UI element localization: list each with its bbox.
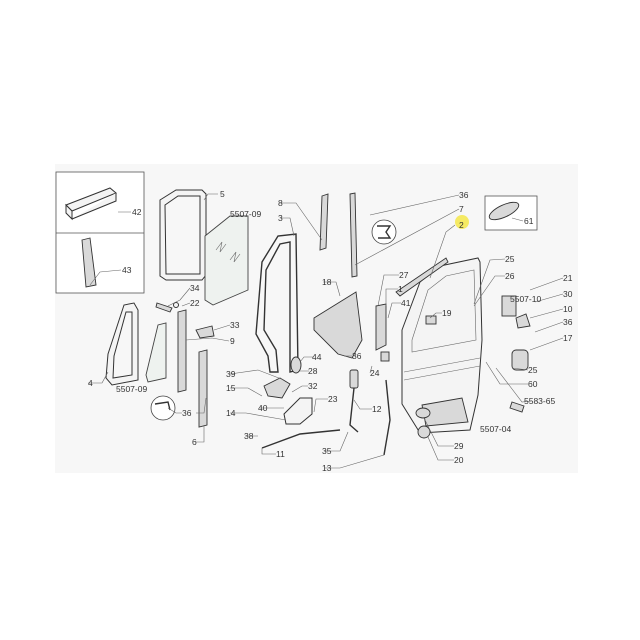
handle-cover-61 — [488, 201, 520, 221]
label-5507-09-top[interactable]: 5507-09 — [230, 209, 261, 219]
label-38[interactable]: 38 — [244, 431, 254, 441]
detail-circle-7 — [371, 219, 397, 245]
label-33[interactable]: 33 — [230, 320, 240, 330]
clip-33 — [195, 325, 215, 339]
label-20[interactable]: 20 — [454, 455, 464, 465]
label-29[interactable]: 29 — [454, 441, 464, 451]
label-24[interactable]: 24 — [370, 368, 380, 378]
label-43[interactable]: 43 — [122, 265, 132, 275]
label-60[interactable]: 60 — [528, 379, 538, 389]
label-21[interactable]: 21 — [563, 273, 573, 283]
inner-panel-18 — [313, 291, 363, 359]
outer-handle-17 — [511, 349, 529, 371]
rod-guard-12 — [349, 369, 359, 389]
label-8[interactable]: 8 — [278, 198, 283, 208]
label-39[interactable]: 39 — [226, 369, 236, 379]
label-23[interactable]: 23 — [328, 394, 338, 404]
label-36-mid[interactable]: 36 — [352, 351, 362, 361]
label-4[interactable]: 4 — [88, 378, 93, 388]
label-40[interactable]: 40 — [258, 403, 268, 413]
washer-22 — [173, 302, 179, 308]
highlight-marker — [455, 215, 469, 229]
guide-rail-7 — [349, 192, 358, 278]
label-25-top[interactable]: 25 — [505, 254, 515, 264]
label-19[interactable]: 19 — [442, 308, 452, 318]
label-5507-09-lower[interactable]: 5507-09 — [116, 384, 147, 394]
handle-19 — [425, 315, 437, 325]
guide-rail-8 — [319, 193, 329, 251]
label-32[interactable]: 32 — [308, 381, 318, 391]
part-labels: 5 42 43 5507-09 8 3 34 22 33 9 4 5507-09… — [88, 189, 573, 473]
label-35[interactable]: 35 — [322, 446, 332, 456]
label-26[interactable]: 26 — [505, 271, 515, 281]
label-30[interactable]: 30 — [563, 289, 573, 299]
cap-29 — [415, 407, 431, 419]
label-11[interactable]: 11 — [276, 449, 285, 459]
label-22[interactable]: 22 — [190, 298, 200, 308]
bolt-34 — [155, 302, 173, 313]
bracket-1 — [375, 303, 387, 351]
label-9[interactable]: 9 — [230, 336, 235, 346]
cap-20 — [417, 425, 431, 439]
bracket-10 — [515, 313, 531, 329]
label-7[interactable]: 7 — [459, 204, 464, 214]
channel-6 — [198, 349, 208, 428]
label-5[interactable]: 5 — [220, 189, 225, 199]
label-42[interactable]: 42 — [132, 207, 142, 217]
label-18[interactable]: 18 — [322, 277, 332, 287]
label-28[interactable]: 28 — [308, 366, 318, 376]
label-5507-10[interactable]: 5507-10 — [510, 294, 541, 304]
label-17[interactable]: 17 — [563, 333, 573, 343]
label-5507-04[interactable]: 5507-04 — [480, 424, 511, 434]
label-6[interactable]: 6 — [192, 437, 197, 447]
label-36-top[interactable]: 36 — [459, 190, 469, 200]
label-3[interactable]: 3 — [278, 213, 283, 223]
label-41[interactable]: 41 — [401, 298, 411, 308]
quarter-window-seal-4 — [105, 302, 139, 386]
label-34[interactable]: 34 — [190, 283, 200, 293]
door-seal-3 — [255, 233, 299, 373]
quarter-glass — [145, 322, 167, 383]
label-10[interactable]: 10 — [563, 304, 573, 314]
seal-strip-2 — [395, 257, 449, 297]
trim-strip-43 — [81, 237, 97, 288]
hinge-5507-10 — [501, 295, 517, 317]
label-61[interactable]: 61 — [524, 216, 534, 226]
label-13[interactable]: 13 — [322, 463, 332, 473]
inset-box-seals — [55, 171, 145, 294]
door-glass — [204, 215, 249, 306]
label-12[interactable]: 12 — [372, 404, 382, 414]
rod-13 — [383, 379, 391, 456]
rod-11 — [261, 429, 341, 449]
label-1[interactable]: 1 — [398, 284, 403, 294]
channel-9 — [177, 309, 187, 393]
inset-box-61 — [484, 195, 538, 231]
label-36-right[interactable]: 36 — [563, 317, 573, 327]
inner-handle-14 — [283, 397, 313, 425]
label-5583-65[interactable]: 5583-65 — [524, 396, 555, 406]
label-2[interactable]: 2 — [459, 220, 464, 230]
lock-15 — [263, 377, 291, 399]
plate-44 — [290, 356, 302, 374]
detail-circle — [150, 395, 176, 421]
label-27[interactable]: 27 — [399, 270, 409, 280]
rod-12 — [349, 387, 359, 433]
label-15[interactable]: 15 — [226, 383, 236, 393]
striker-5583-65 — [509, 401, 525, 413]
label-14[interactable]: 14 — [226, 408, 236, 418]
label-44[interactable]: 44 — [312, 352, 322, 362]
label-25-lower[interactable]: 25 — [528, 365, 538, 375]
label-36-left[interactable]: 36 — [182, 408, 192, 418]
hinge-24 — [380, 351, 390, 362]
